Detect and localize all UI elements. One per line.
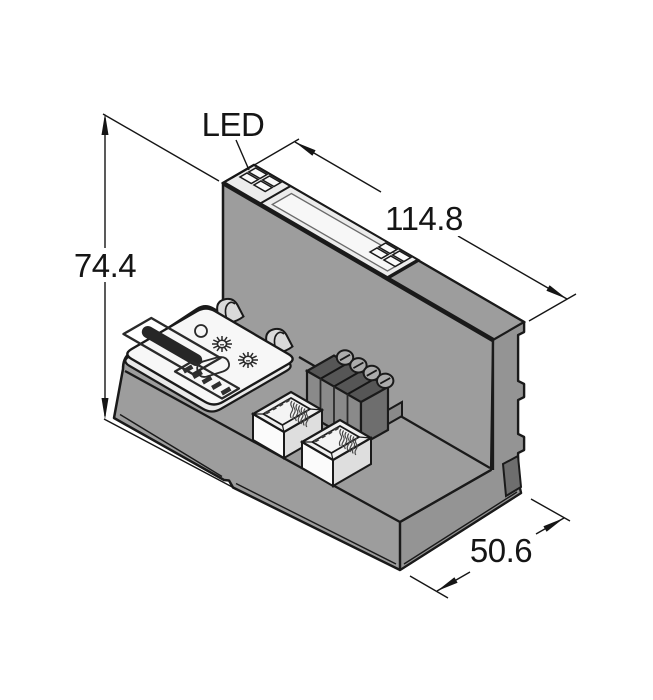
label-halo: [467, 538, 535, 570]
arrowhead: [101, 398, 109, 420]
service-slot-bar: [141, 326, 203, 366]
arrowhead: [437, 577, 458, 591]
label-halo: [382, 202, 466, 236]
label-strip-divider: [258, 185, 292, 205]
arrowhead: [101, 113, 109, 135]
dimension-length-label: 114.8: [385, 200, 463, 237]
extension-lines: [102, 113, 577, 599]
terminal-screws: [335, 349, 395, 389]
label-halo: [74, 248, 136, 282]
dimension-height-label: 74.4: [74, 247, 136, 284]
dimension-annotations: 74.4 114.8 50.6 LED: [74, 106, 577, 599]
terminal-screw-slot: [339, 353, 351, 362]
bottom-chamfer-lines: [119, 413, 518, 565]
front-label-panel: [122, 307, 294, 413]
terminal-foot: [387, 400, 403, 426]
terminal-screw-slot: [379, 377, 391, 385]
dimension-depth-label: 50.6: [470, 532, 532, 569]
service-slot-icon: [122, 316, 222, 376]
arrowhead: [546, 285, 567, 299]
tag-icon: [196, 356, 230, 378]
dimension-lines: [104, 118, 568, 592]
label-strip-end-edge: [386, 258, 420, 280]
led-leader-line: [235, 139, 250, 171]
side-connector: [501, 454, 523, 498]
arrowhead: [295, 142, 316, 156]
indicator-dot-icon: [194, 324, 208, 338]
led-label: LED: [202, 106, 265, 143]
device-body: [112, 163, 527, 572]
terminal-screw-slot: [366, 369, 378, 377]
arrowhead: [543, 518, 564, 532]
terminal-cell-walls: [320, 362, 375, 396]
dip-switch-ticks: [182, 364, 232, 396]
wall-front-top-edge: [221, 181, 495, 342]
terminal-screw-slot: [352, 361, 364, 369]
terminal-right-face: [359, 385, 390, 447]
dip-switch-icon: [173, 360, 241, 400]
